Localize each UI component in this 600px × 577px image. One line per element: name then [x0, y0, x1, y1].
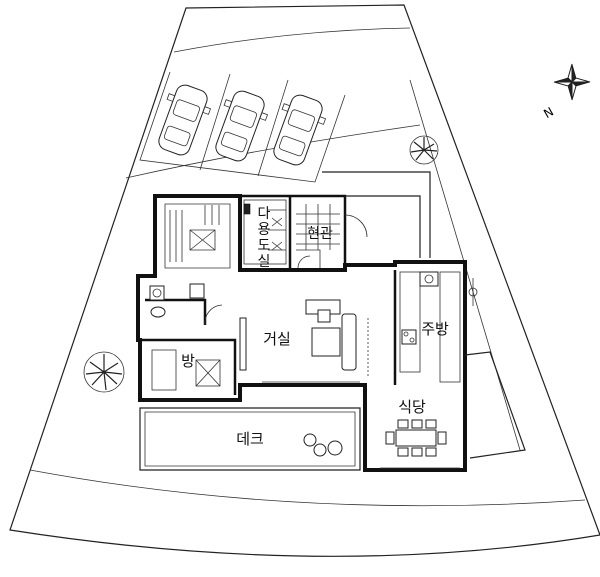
- parking-area: [139, 71, 346, 183]
- tree-icon: [409, 135, 439, 165]
- building-walls: [136, 171, 526, 472]
- label-storage-1: 다: [258, 206, 271, 222]
- storage-details: [243, 199, 287, 265]
- label-deck: 데크: [236, 430, 264, 448]
- car-icon: [158, 84, 212, 156]
- tree-icon: [83, 351, 125, 393]
- dining-table: [380, 419, 460, 469]
- label-storage-3: 도: [258, 238, 271, 254]
- staircase: [164, 203, 231, 269]
- label-dining: 식당: [398, 398, 426, 416]
- label-entrance: 현관: [307, 226, 333, 242]
- site-boundary: [9, 4, 600, 557]
- entrance-details: [296, 204, 368, 269]
- car-icon: [273, 94, 327, 166]
- label-kitchen: 주방: [421, 320, 449, 338]
- bedroom-details: [151, 317, 247, 391]
- compass-rose-icon: N: [541, 63, 591, 121]
- exterior-lamp: [468, 278, 478, 306]
- label-room: 방: [181, 352, 195, 370]
- deck: [139, 407, 361, 471]
- label-living: 거실: [263, 330, 291, 348]
- label-storage-4: 실: [258, 254, 271, 270]
- kitchen-counters: [399, 271, 461, 383]
- living-furniture: [262, 299, 369, 383]
- bathroom-fixtures: [149, 283, 223, 326]
- svg-text:N: N: [541, 104, 556, 121]
- label-storage-2: 용: [258, 222, 271, 238]
- car-icon: [215, 90, 269, 162]
